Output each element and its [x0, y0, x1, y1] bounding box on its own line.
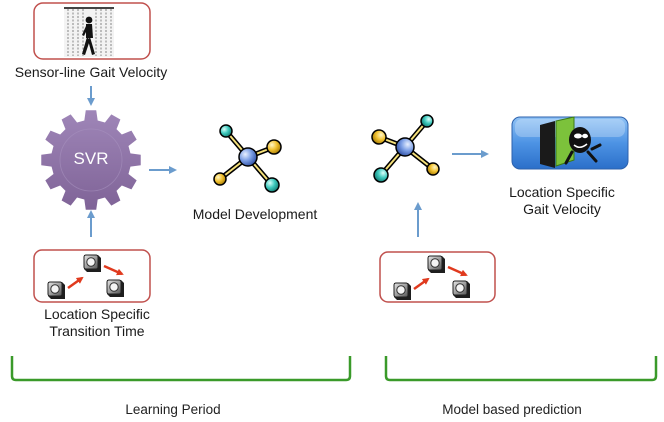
prediction-network-icon [372, 115, 439, 182]
sensor-line-gait-velocity-label: Sensor-line Gait Velocity [14, 64, 168, 80]
model-development-label: Model Development [192, 206, 318, 222]
svr-gear-icon [41, 110, 141, 210]
prediction-period-bracket [384, 356, 658, 382]
walking-person-sensor-line-icon [64, 7, 114, 57]
location-transition-time-line2: Transition Time [49, 323, 145, 339]
model-based-prediction-label: Model based prediction [442, 402, 582, 417]
model-network-icon [214, 125, 281, 192]
learning-period-bracket [10, 356, 352, 382]
prediction-sensor-transition-icon [393, 255, 471, 301]
location-gait-velocity-line1: Location Specific [509, 184, 615, 200]
learning-period-label: Learning Period [125, 402, 221, 417]
location-transition-time-line1: Location Specific [44, 306, 150, 322]
motion-sensor-transition-icon [47, 254, 125, 300]
location-gait-velocity-line2: Gait Velocity [523, 201, 601, 217]
svr-label: SVR [73, 149, 109, 168]
person-exiting-door-icon [511, 116, 629, 170]
